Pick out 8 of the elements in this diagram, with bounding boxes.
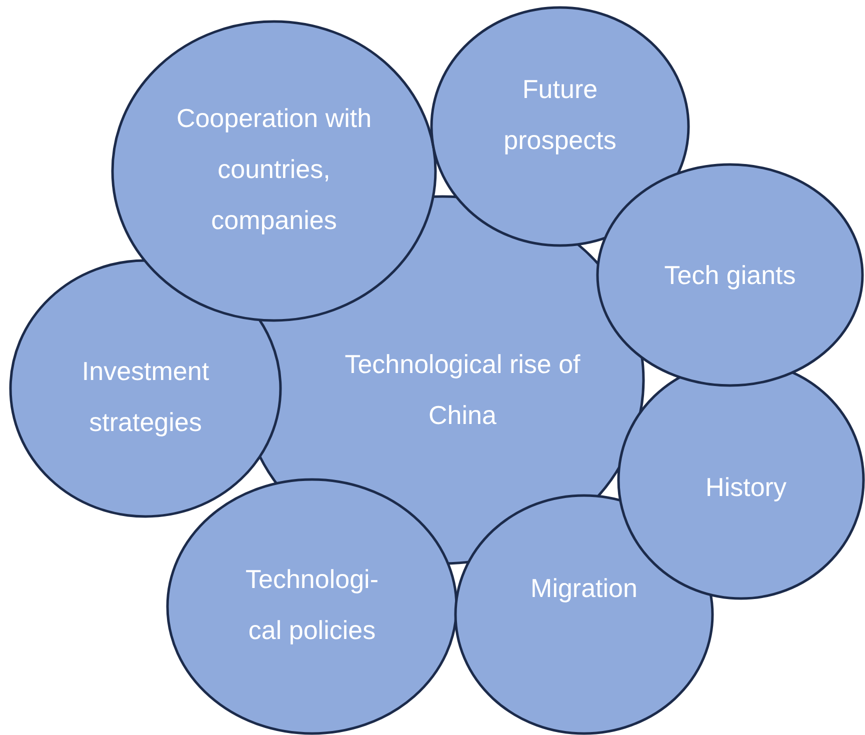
topic-label: History (704, 470, 788, 504)
topic-label: Future prospects (502, 72, 618, 156)
topic-label: Migration (530, 572, 638, 605)
topic-label: Technological rise of China (344, 348, 582, 432)
topic-label: Cooperation with countries, companies (175, 102, 373, 236)
topic-label: Investment strategies (80, 354, 210, 438)
topic-label: Technologi- cal policies (244, 562, 380, 646)
topic-label: Tech giants (663, 258, 797, 292)
